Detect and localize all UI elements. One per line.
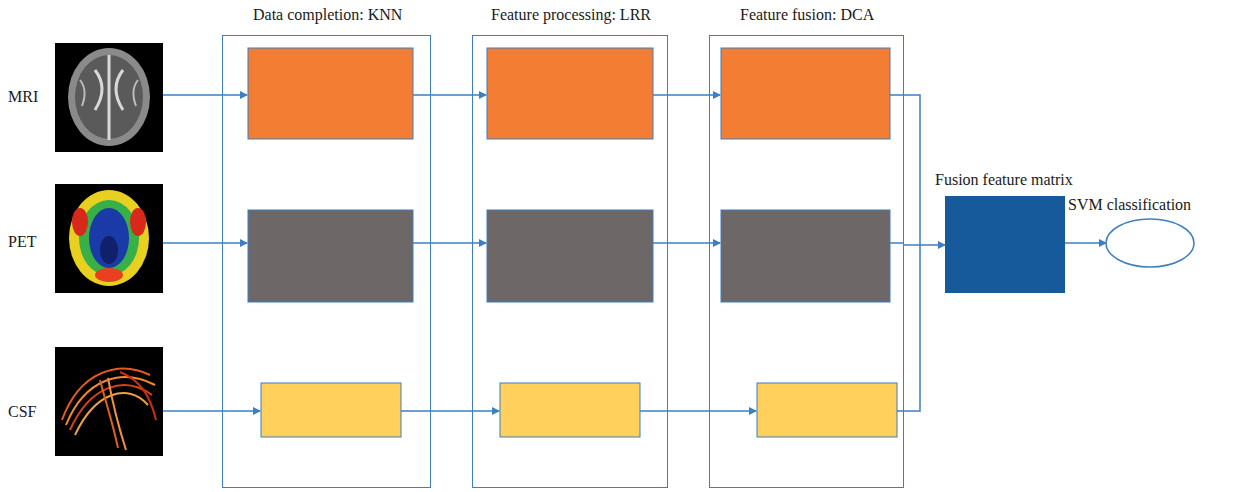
mri-image (55, 43, 163, 152)
stage-heading: Feature processing: LRR (491, 5, 651, 25)
modality-label: MRI (8, 87, 38, 107)
flow-connector (1065, 242, 1106, 244)
pet-image (55, 184, 163, 293)
stage-column: Feature processing: LRR (472, 35, 668, 488)
svm-ellipse (1106, 219, 1194, 267)
csf-image (55, 347, 163, 456)
flow-connector (904, 244, 945, 246)
modality-label: CSF (8, 402, 36, 422)
fusion-matrix-box: Fusion feature matrix (945, 196, 1065, 293)
flow-arrows (163, 95, 920, 411)
svm-classifier: SVM classification (1106, 219, 1194, 267)
stage-column: Feature fusion: DCA (709, 35, 904, 488)
stage-column: Data completion: KNN (222, 35, 431, 488)
stage-heading: Data completion: KNN (253, 5, 402, 25)
node-heading: Fusion feature matrix (935, 170, 1073, 190)
feature-blocks (248, 48, 897, 437)
node-heading: SVM classification (1068, 195, 1191, 215)
stage-heading: Feature fusion: DCA (740, 5, 874, 25)
modality-label: PET (8, 232, 36, 252)
